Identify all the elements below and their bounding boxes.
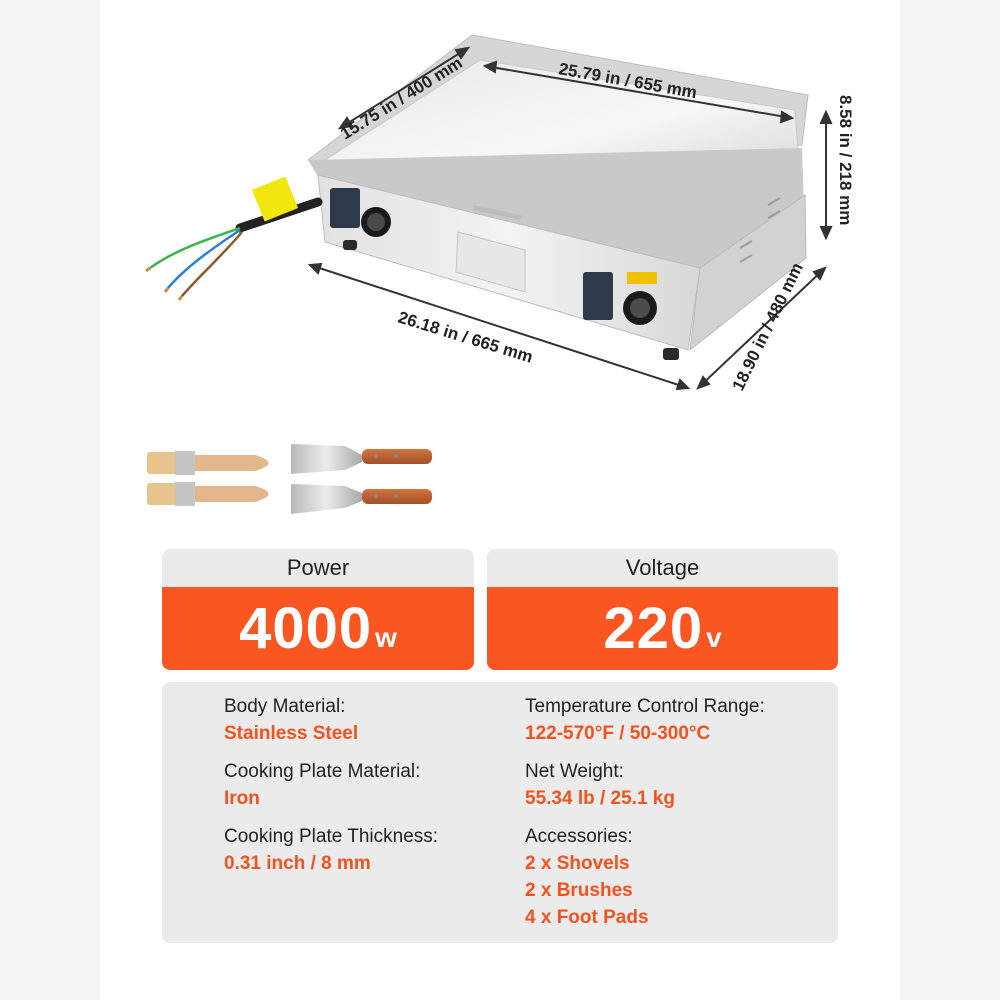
- spec-label: Net Weight:: [525, 761, 624, 782]
- dimension-lines: [307, 46, 833, 391]
- spec-value: 0.31 inch / 8 mm: [224, 853, 371, 874]
- power-label: Power: [162, 549, 474, 587]
- accessory-item: 2 x Shovels: [525, 853, 630, 874]
- spec-plate-thickness: Cooking Plate Thickness: 0.31 inch / 8 m…: [224, 824, 438, 877]
- spec-temperature-range: Temperature Control Range: 122-570°F / 5…: [525, 694, 765, 747]
- left-control-panel: [330, 188, 360, 228]
- spec-body-material: Body Material: Stainless Steel: [224, 694, 438, 747]
- accessory-item: 4 x Foot Pads: [525, 907, 649, 928]
- spec-value: Iron: [224, 788, 260, 809]
- spec-net-weight: Net Weight: 55.34 lb / 25.1 kg: [525, 759, 765, 812]
- spec-plate-material: Cooking Plate Material: Iron: [224, 759, 438, 812]
- power-value: 4000: [239, 596, 373, 661]
- spec-label: Body Material:: [224, 696, 346, 717]
- shovel-bottom: [291, 484, 432, 514]
- power-unit: w: [375, 621, 397, 653]
- warning-label: [627, 272, 657, 284]
- right-control-panel: [583, 272, 613, 320]
- spec-accessories: Accessories: 2 x Shovels 2 x Brushes 4 x…: [525, 824, 765, 931]
- voltage-value: 220: [603, 596, 704, 661]
- spec-label: Cooking Plate Thickness:: [224, 826, 439, 847]
- voltage-unit: v: [706, 621, 722, 653]
- foot-pad: [663, 348, 679, 360]
- shovel-top: [291, 444, 432, 474]
- spec-value: 122-570°F / 50-300°C: [525, 723, 711, 744]
- specs-right-column: Temperature Control Range: 122-570°F / 5…: [525, 694, 765, 943]
- side-vents: [739, 197, 781, 263]
- voltage-label: Voltage: [487, 549, 838, 587]
- cord-tag: [251, 176, 299, 222]
- spec-value: 55.34 lb / 25.1 kg: [525, 788, 675, 809]
- accessory-item: 2 x Brushes: [525, 880, 633, 901]
- spec-label: Accessories:: [525, 826, 633, 847]
- dim-height: 8.58 in / 218 mm: [836, 95, 855, 225]
- power-cord: [145, 176, 323, 301]
- brush-top: [147, 451, 269, 475]
- spec-label: Cooking Plate Material:: [224, 761, 421, 782]
- spec-label: Temperature Control Range:: [525, 696, 765, 717]
- brush-bottom: [147, 482, 269, 506]
- product-illustration: 15.75 in / 400 mm 25.79 in / 655 mm 8.58…: [145, 34, 855, 514]
- spec-value: Stainless Steel: [224, 723, 359, 744]
- griddle-body: [307, 34, 809, 360]
- specs-left-column: Body Material: Stainless Steel Cooking P…: [224, 694, 438, 889]
- foot-pad: [343, 240, 357, 250]
- specs-panel: Body Material: Stainless Steel Cooking P…: [162, 682, 838, 943]
